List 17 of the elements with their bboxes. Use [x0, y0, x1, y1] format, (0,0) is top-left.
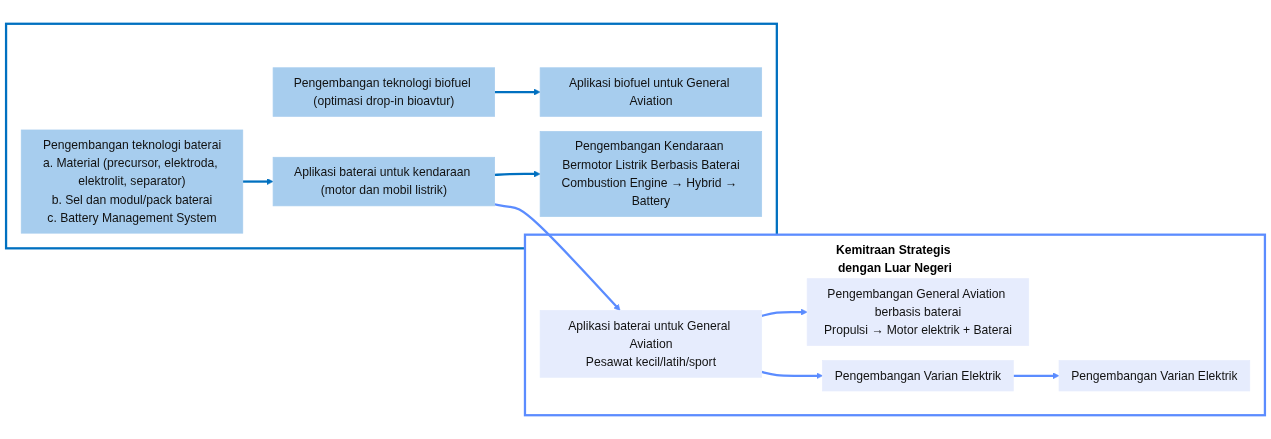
- arrow: [242, 178, 274, 185]
- node-box: Pengembangan General Aviation berbasis baterai Propulsi → Motor elektrik + Baterai: [806, 278, 1030, 346]
- cluster: [4, 22, 778, 250]
- node-box: Aplikasi baterai untuk General Aviation Pesawat kecil/latih/sport: [539, 310, 763, 378]
- node-box: Aplikasi baterai untuk kendaraan (motor dan mobil listrik): [272, 156, 495, 207]
- node-box: Pengembangan teknologi baterai a. Material (precursor, elektroda, elektrolit, separator) b. Sel dan modul/pack baterai c. Battery Management System: [20, 129, 244, 234]
- arrow: [494, 88, 541, 96]
- node-box: Pengembangan Varian Elektrik: [822, 360, 1014, 392]
- arrow: [494, 170, 541, 178]
- arrow: [761, 308, 808, 317]
- node-box: Pengembangan teknologi biofuel (optimasi drop-in bioavtur): [272, 67, 495, 117]
- node-box: Aplikasi biofuel untuk General Aviation: [539, 67, 763, 117]
- arrow: [1013, 372, 1060, 380]
- node-box: Pengembangan Varian Elektrik: [1058, 360, 1251, 392]
- arrow: [494, 203, 621, 311]
- node-box: Pengembangan Kendaraan Bermotor Listrik Berbasis Baterai Combustion Engine → Hybrid → Battery: [539, 131, 763, 217]
- arrow: [761, 370, 823, 380]
